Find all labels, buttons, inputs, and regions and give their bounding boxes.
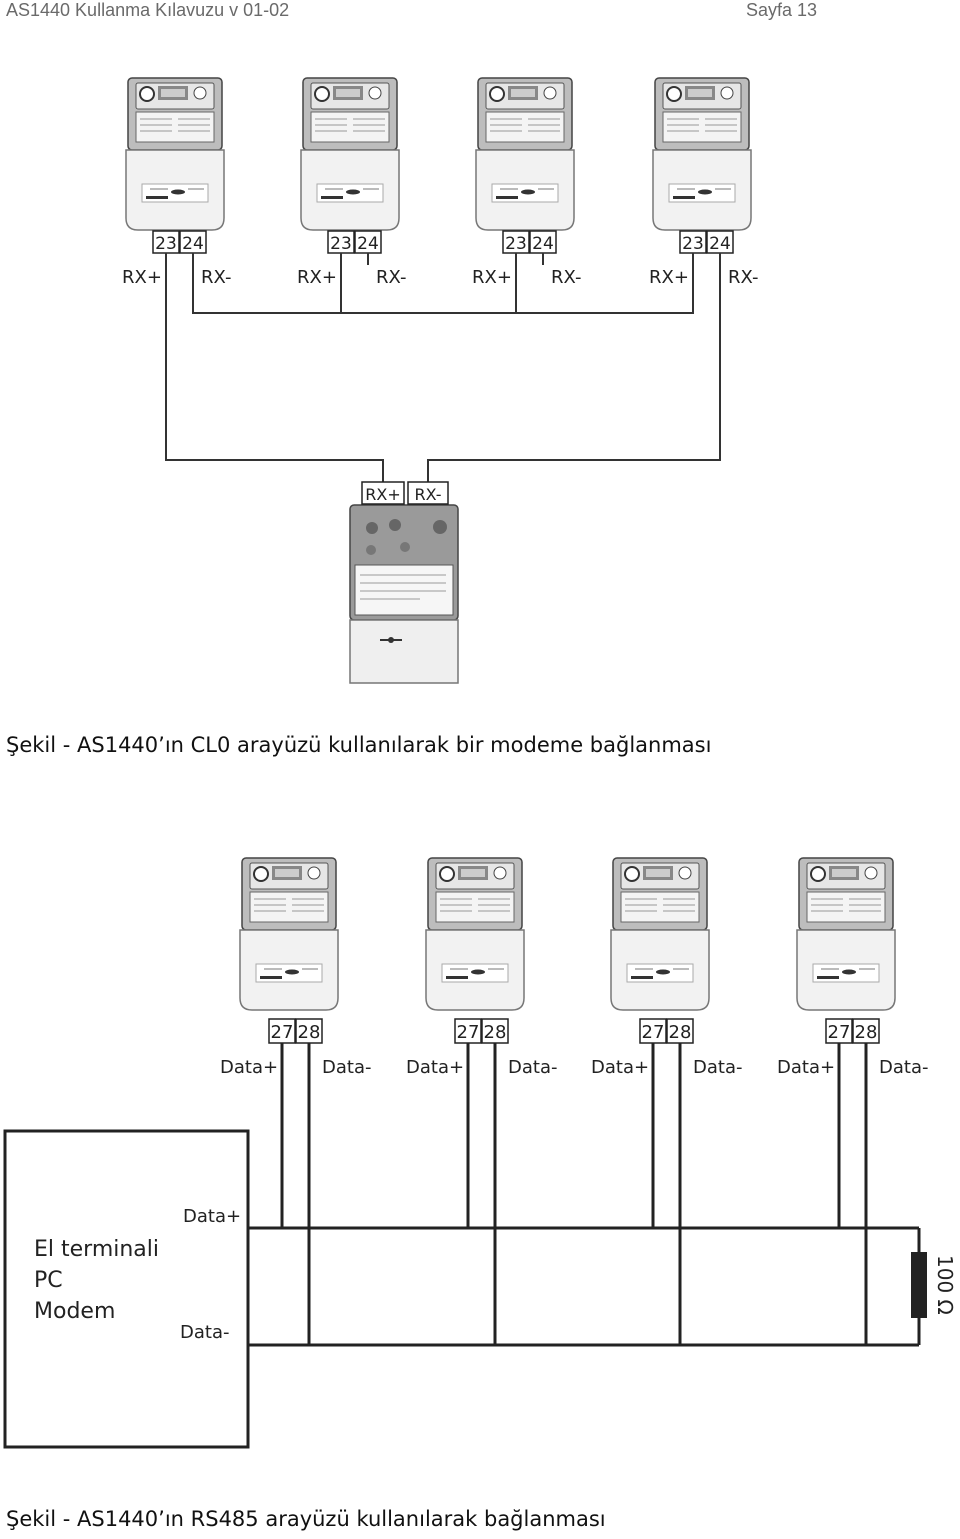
data-plus-label: Data+ <box>777 1057 835 1078</box>
rx-plus-label: RX+ <box>472 267 512 288</box>
rx-minus-label: RX- <box>551 267 581 288</box>
terminal-number: 28 <box>298 1022 321 1043</box>
terminal-number: 23 <box>505 234 527 254</box>
data-minus-label: Data- <box>693 1057 742 1078</box>
resistor-value: 100 Ω <box>933 1255 957 1315</box>
modem-rx-minus-label: RX- <box>414 485 441 504</box>
rx-plus-bus <box>516 265 694 314</box>
rx-plus-bus <box>165 265 384 482</box>
terminal-number: 27 <box>642 1022 665 1043</box>
rx-minus-bus <box>427 265 721 482</box>
data-minus-label: Data- <box>322 1057 371 1078</box>
terminal-box: El terminali PC Modem Data+ Data- <box>3 1129 250 1449</box>
document-title: AS1440 Kullanma Kılavuzu v 01-02 <box>6 0 290 20</box>
data-plus-label: Data+ <box>591 1057 649 1078</box>
rx-bus <box>192 265 341 314</box>
data-minus-label: Data- <box>879 1057 928 1078</box>
terminal-number: 27 <box>828 1022 851 1043</box>
rx-minus-label: RX- <box>376 267 406 288</box>
terminal-data-minus-label: Data- <box>180 1322 229 1343</box>
terminal-data-plus-label: Data+ <box>183 1206 241 1227</box>
terminal-number: 23 <box>330 234 352 254</box>
terminal-number: 23 <box>682 234 704 254</box>
modem-rx-plus-label: RX+ <box>365 485 400 504</box>
termination-resistor: 100 Ω <box>911 1252 957 1318</box>
rx-plus-bus <box>340 265 517 314</box>
terminal-number: 28 <box>855 1022 878 1043</box>
terminal-number: 28 <box>484 1022 507 1043</box>
terminal-number: 24 <box>709 234 731 254</box>
rx-plus-label: RX+ <box>122 267 162 288</box>
terminal-line-1: El terminali <box>34 1237 159 1262</box>
rx-minus-label: RX- <box>201 267 231 288</box>
figure2-caption: Şekil - AS1440’ın RS485 arayüzü kullanıl… <box>6 1507 606 1531</box>
modem-device: RX+ RX- <box>349 481 459 684</box>
data-plus-label: Data+ <box>406 1057 464 1078</box>
terminal-number: 24 <box>357 234 379 254</box>
terminal-line-2: PC <box>34 1268 63 1293</box>
terminal-line-3: Modem <box>34 1299 115 1324</box>
terminal-number: 27 <box>271 1022 294 1043</box>
page-number: Sayfa 13 <box>746 0 818 20</box>
data-plus-label: Data+ <box>220 1057 278 1078</box>
terminal-number: 24 <box>532 234 554 254</box>
terminal-number: 27 <box>457 1022 480 1043</box>
terminal-number: 24 <box>182 234 204 254</box>
figure1-caption: Şekil - AS1440’ın CL0 arayüzü kullanılar… <box>6 733 712 757</box>
rx-plus-label: RX+ <box>649 267 689 288</box>
rx-minus-label: RX- <box>728 267 758 288</box>
rx-plus-label: RX+ <box>297 267 337 288</box>
data-minus-label: Data- <box>508 1057 557 1078</box>
terminal-number: 28 <box>669 1022 692 1043</box>
terminal-number: 23 <box>155 234 177 254</box>
